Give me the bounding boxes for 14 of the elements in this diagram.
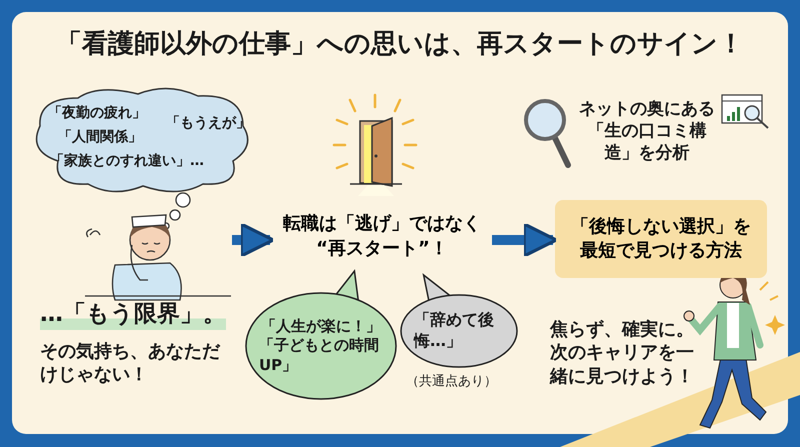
thought-text: 「人間関係」 xyxy=(58,128,142,146)
arrow xyxy=(232,222,275,258)
title: 「看護師以外の仕事」への思いは、再スタートのサイン！ xyxy=(55,28,745,61)
arrow xyxy=(492,222,558,258)
caption-text: ネットの奥にある「生の口コミ構造」を分析 xyxy=(578,98,716,164)
note-text: （共通点あり） xyxy=(406,374,497,391)
caption-text: 焦らず、確実に。次のキャリアを一緒に見つけよう！ xyxy=(550,318,695,388)
highlight-box: 「後悔しない選択」を最短で見つける方法 xyxy=(555,200,767,278)
thought-text: 「家族とのすれ違い」… xyxy=(50,152,204,170)
message-text: 転職は「逃げ」ではなく “再スタート”！ xyxy=(272,205,492,267)
caption-text: …「もう限界」。 xyxy=(40,300,226,330)
caption-text: その気持ち、あなただけじゃない！ xyxy=(40,340,222,387)
thought-text: 「夜勤の疲れ」 xyxy=(48,104,146,122)
thought-text: 「もうえが」 xyxy=(166,114,250,132)
